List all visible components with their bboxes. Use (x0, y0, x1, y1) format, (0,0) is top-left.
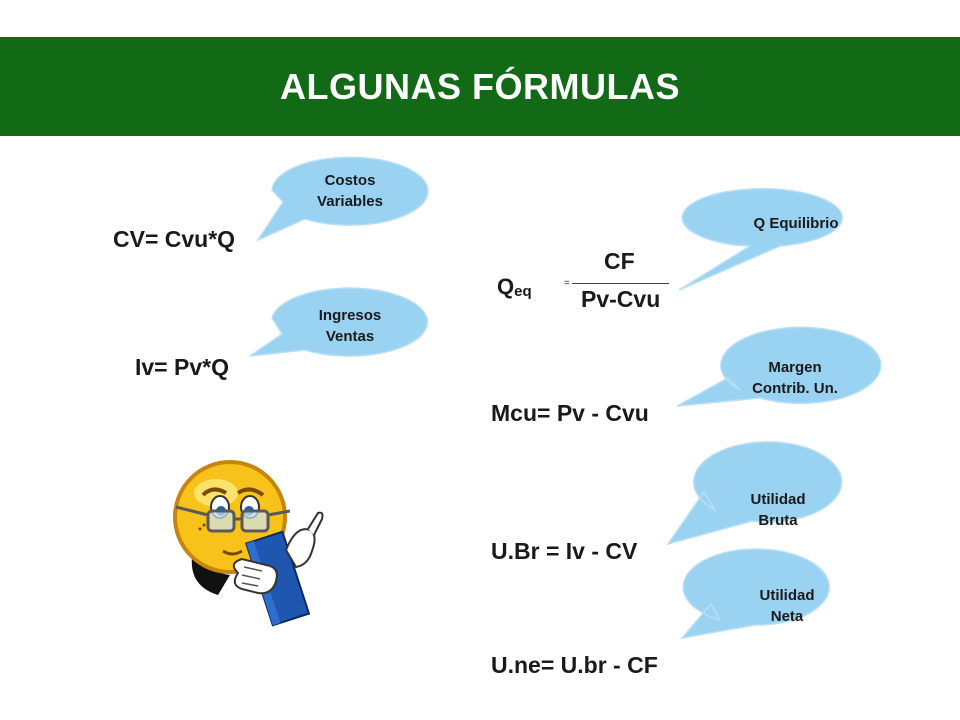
callout-ingresos: Ingresos Ventas (272, 292, 428, 360)
formula-ubr: U.Br = Iv - CV (491, 538, 638, 564)
callout-bubble-ubruta (666, 441, 843, 546)
qeq-subscript: eq (514, 283, 532, 300)
page-title: ALGUNAS FÓRMULAS (280, 65, 680, 107)
formula-iv: Iv= Pv*Q (135, 354, 229, 380)
callout-line: Bruta (758, 512, 798, 529)
callout-line: Ingresos (318, 307, 382, 324)
qeq-label: Qeq (497, 274, 532, 300)
title-bar: ALGUNAS FÓRMULAS (0, 37, 960, 136)
qeq-denominator: Pv-Cvu (581, 286, 661, 312)
callout-line: Utilidad (759, 587, 815, 604)
callout-uneta: Utilidad Neta (714, 568, 860, 644)
callout-qequilibrio: Q Equilibrio (716, 195, 876, 251)
callout-bubble-margen (676, 326, 882, 407)
reading-smiley-icon (173, 460, 324, 627)
formula-mcu: Mcu= Pv - Cvu (491, 400, 649, 426)
callout-line: Ventas (325, 328, 375, 345)
fraction-line (572, 283, 669, 284)
formula-une: U.ne= U.br - CF (491, 652, 658, 678)
callout-line: Utilidad (750, 491, 806, 508)
callout-line: Q Equilibrio (753, 214, 839, 232)
callout-costos: Costos Variables (272, 160, 428, 222)
qeq-symbol: Q (497, 274, 515, 299)
formula-qeq: Qeq = CF Pv-Cvu (497, 248, 677, 318)
callout-bubble-ingresos (249, 287, 429, 357)
qeq-numerator: CF (604, 248, 635, 274)
callout-line: Costos (324, 172, 376, 189)
callout-line: Contrib. Un. (752, 380, 838, 397)
callout-bubble-qequilibrio (678, 187, 843, 291)
callout-margen: Margen Contrib. Un. (715, 340, 875, 416)
callout-line: Neta (770, 608, 804, 625)
callout-bubble-uneta (680, 548, 830, 640)
callout-line: Variables (317, 193, 383, 210)
qeq-equals: = (564, 278, 570, 289)
callout-line: Margen (768, 359, 822, 376)
formula-cv: CV= Cvu*Q (113, 226, 236, 252)
callout-ubruta: Utilidad Bruta (704, 470, 852, 550)
callout-bubble-costos (255, 156, 429, 242)
